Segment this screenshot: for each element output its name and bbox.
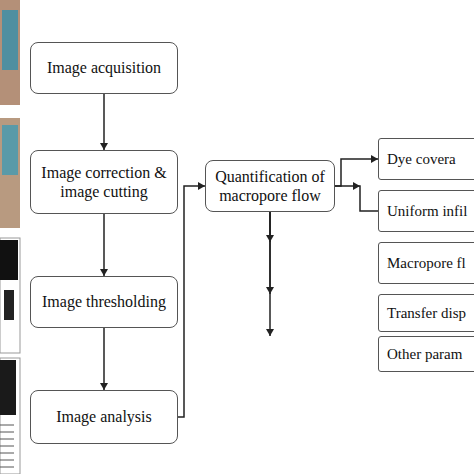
dye-stain (2, 125, 18, 175)
box-label: Image acquisition (47, 58, 161, 77)
photo-thumbnail (0, 118, 20, 228)
box-label: Transfer disp (387, 304, 466, 322)
process-box: Image correction & image cutting (30, 150, 178, 214)
box-label: Image analysis (56, 407, 152, 426)
box-label: Image correction & image cutting (35, 163, 173, 201)
box-label: Quantification of macropore flow (210, 167, 330, 205)
connector (100, 214, 108, 276)
connector (335, 155, 378, 186)
arrow-head (353, 182, 360, 190)
connector (335, 182, 378, 211)
result-box: Transfer disp (378, 294, 474, 332)
box-label: Uniform infil (387, 202, 467, 220)
box-label: Dye covera (387, 150, 456, 168)
binary-stain (0, 240, 18, 280)
result-box: Uniform infil (378, 190, 474, 232)
connector-line (103, 328, 105, 390)
arrow-head (198, 182, 205, 190)
binary-thumbnail (0, 358, 20, 474)
binary-thumbnail (0, 238, 20, 353)
connector (100, 328, 108, 390)
arrow-head (100, 269, 108, 276)
arrow-head (100, 143, 108, 150)
process-box: Image analysis (30, 390, 178, 444)
connector-line (335, 186, 378, 211)
connector (266, 212, 274, 336)
binary-stain (4, 290, 14, 320)
connector (100, 94, 108, 150)
scale-ticks (0, 425, 14, 467)
photo-thumbnail (0, 0, 20, 105)
arrow-head (100, 383, 108, 390)
box-label: Other param (387, 345, 462, 363)
connector-line (269, 212, 271, 336)
process-box: Quantification of macropore flow (205, 160, 335, 212)
arrow-head (371, 155, 378, 163)
connector-line (178, 186, 205, 417)
arrow-head (266, 329, 274, 336)
result-box: Macropore fl (378, 242, 474, 284)
box-label: Image thresholding (42, 292, 166, 311)
binary-stain (0, 360, 16, 415)
box-label: Macropore fl (387, 254, 466, 272)
connector-line (103, 94, 105, 150)
result-box: Other param (378, 336, 474, 372)
connector-line (335, 159, 378, 186)
connector-line (103, 214, 105, 276)
process-box: Image acquisition (30, 42, 178, 94)
dye-stain (2, 10, 18, 70)
connector (178, 182, 205, 417)
process-box: Image thresholding (30, 276, 178, 328)
result-box: Dye covera (378, 138, 474, 180)
